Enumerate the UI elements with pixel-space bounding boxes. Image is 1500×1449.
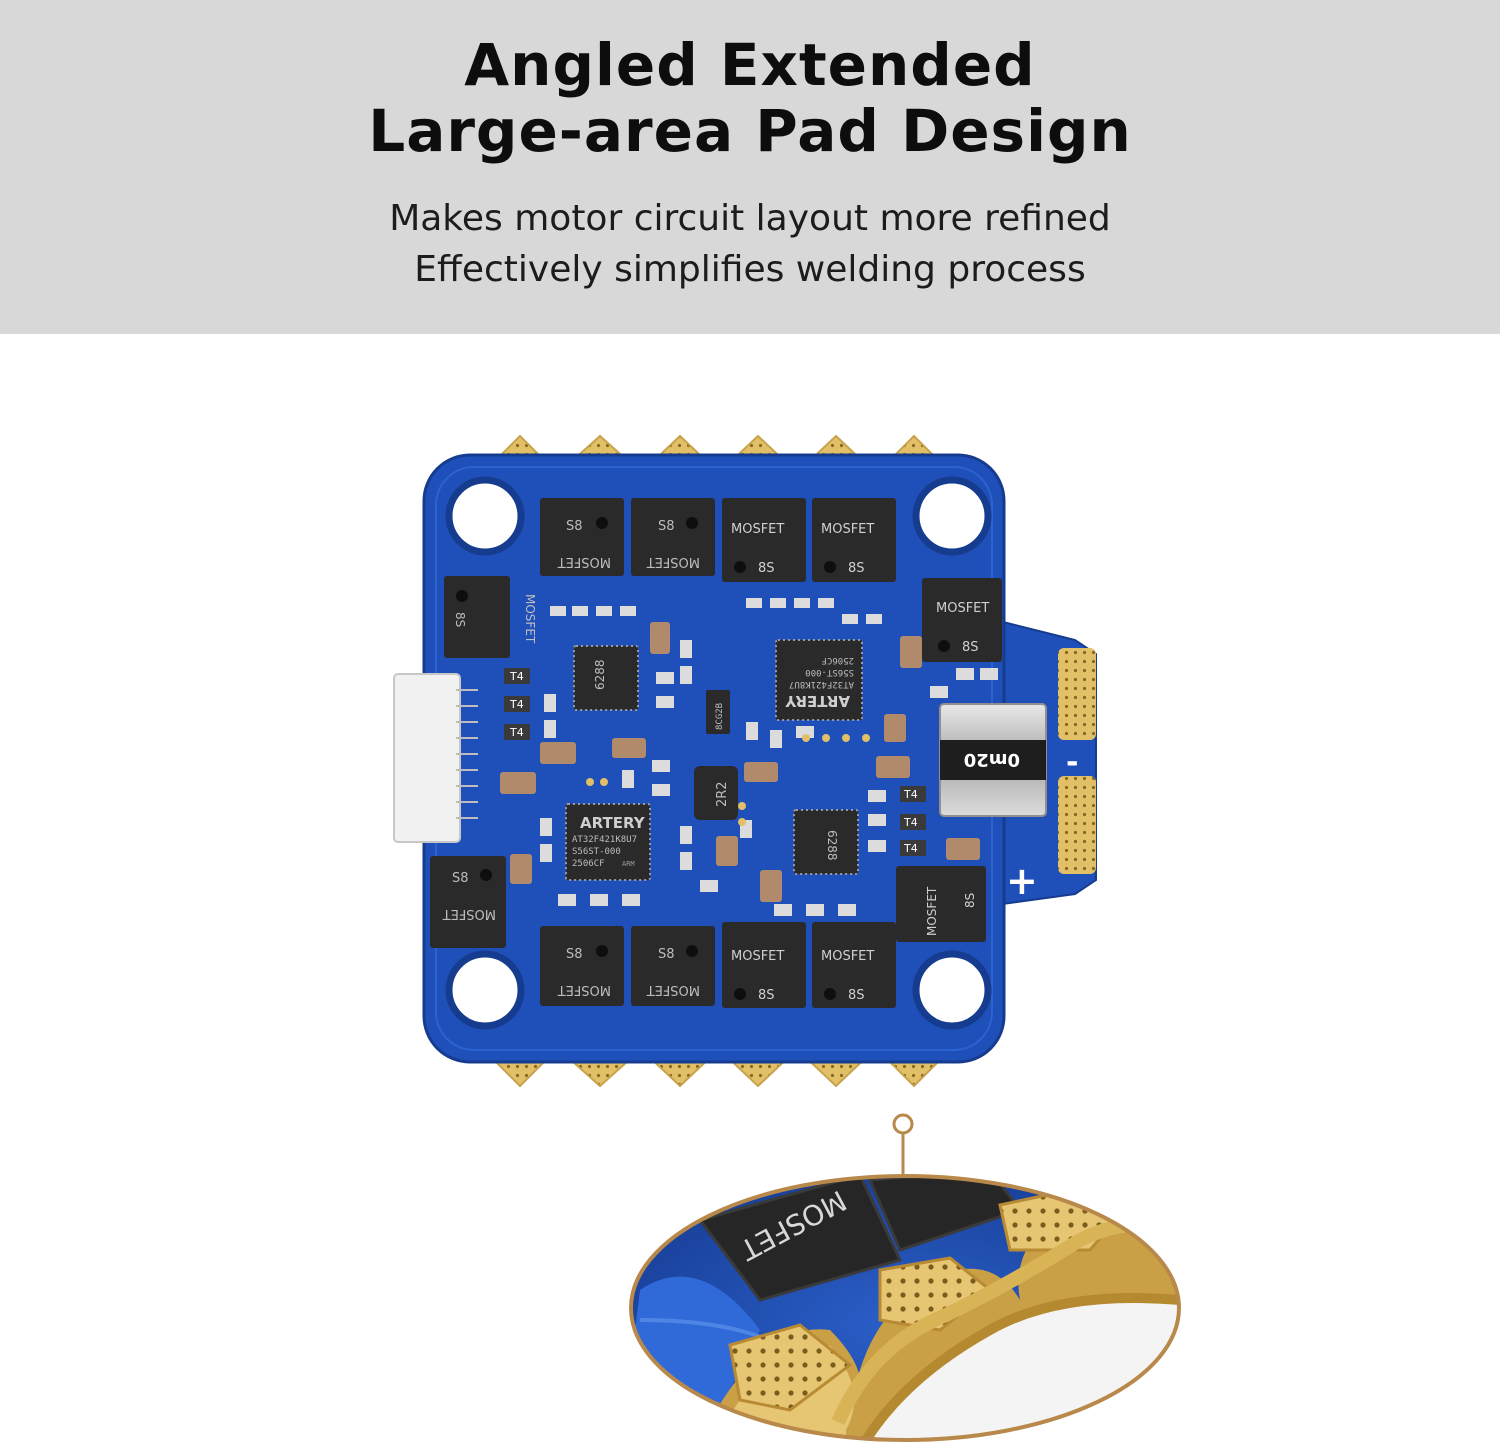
svg-text:MOSFET: MOSFET bbox=[731, 949, 784, 964]
mosfet-top-4: MOSFET 8S bbox=[812, 498, 896, 582]
mosfet-left-bottom: S8 MOSFET bbox=[430, 856, 506, 948]
svg-text:ARTERY: ARTERY bbox=[784, 692, 850, 710]
regulator: 8CG2B bbox=[706, 690, 730, 734]
svg-text:S8: S8 bbox=[658, 947, 675, 962]
svg-text:MOSFET: MOSFET bbox=[821, 949, 874, 964]
header-banner: Angled Extended Large-area Pad Design Ma… bbox=[0, 0, 1500, 334]
driver-ic-bottom: 6288 bbox=[793, 809, 859, 875]
page-subtitle: Makes motor circuit layout more refined … bbox=[0, 193, 1500, 295]
svg-text:S56ST-000: S56ST-000 bbox=[572, 847, 621, 857]
svg-text:6288: 6288 bbox=[825, 830, 839, 861]
svg-text:MOSFET: MOSFET bbox=[558, 982, 611, 997]
subtitle-line-2: Effectively simplifies welding process bbox=[414, 249, 1086, 290]
title-line-1: Angled Extended bbox=[464, 31, 1036, 99]
mosfet-bottom-2: S8 MOSFET bbox=[631, 926, 715, 1006]
svg-text:S8: S8 bbox=[658, 519, 675, 534]
mosfet-top-2: S8 MOSFET bbox=[631, 498, 715, 576]
svg-text:MOSFET: MOSFET bbox=[443, 906, 496, 921]
svg-text:8S: 8S bbox=[848, 988, 865, 1003]
svg-text:T4: T4 bbox=[509, 670, 524, 683]
product-figure: - + S8 MOSFET bbox=[0, 334, 1500, 1445]
svg-text:0m20: 0m20 bbox=[964, 749, 1020, 770]
svg-text:MOSFET: MOSFET bbox=[647, 554, 700, 569]
mcu-bottom: ARTERY AT32F421K8U7 S56ST-000 2506CF ARM bbox=[565, 803, 651, 881]
minus-sign: - bbox=[1066, 745, 1078, 780]
subtitle-line-1: Makes motor circuit layout more refined bbox=[389, 198, 1111, 239]
zoom-detail: MOSFET bbox=[629, 1174, 1181, 1442]
esc-board-illustration: - + S8 MOSFET bbox=[393, 434, 1181, 1442]
mosfet-bottom-4: MOSFET 8S bbox=[812, 922, 896, 1008]
mosfet-right-top: MOSFET 8S bbox=[922, 578, 1002, 662]
mosfet-left-top: MOSFET 8S bbox=[444, 576, 537, 658]
svg-text:8S: 8S bbox=[962, 640, 979, 655]
svg-text:S8: S8 bbox=[452, 871, 469, 886]
svg-text:MOSFET: MOSFET bbox=[821, 522, 874, 537]
svg-text:8S: 8S bbox=[963, 893, 977, 908]
tvs-diodes-left: T4 T4 T4 bbox=[504, 668, 530, 740]
svg-text:MOSFET: MOSFET bbox=[925, 886, 939, 936]
mosfet-bottom-3: MOSFET 8S bbox=[722, 922, 806, 1008]
svg-text:AT32F421K8U7: AT32F421K8U7 bbox=[572, 835, 637, 845]
mosfet-top-3: MOSFET 8S bbox=[722, 498, 806, 582]
mcu-top: ARTERY AT32F421K8U7 S56ST-000 2506CF bbox=[775, 639, 863, 721]
mosfet-top-1: S8 MOSFET bbox=[540, 498, 624, 576]
svg-text:MOSFET: MOSFET bbox=[647, 982, 700, 997]
svg-text:8S: 8S bbox=[848, 561, 865, 576]
svg-text:S56ST-000: S56ST-000 bbox=[805, 667, 854, 677]
svg-text:T4: T4 bbox=[903, 842, 918, 855]
svg-text:ARM: ARM bbox=[622, 860, 635, 868]
passive-components bbox=[500, 598, 998, 916]
power-pad-positive bbox=[1058, 776, 1096, 874]
svg-text:8S: 8S bbox=[758, 561, 775, 576]
mosfet-right-bottom: MOSFET 8S bbox=[896, 866, 986, 942]
svg-text:8S: 8S bbox=[453, 612, 467, 627]
shunt-resistor: 0m20 bbox=[939, 703, 1047, 817]
inductor: 2R2 bbox=[694, 766, 738, 820]
power-pad-negative bbox=[1058, 648, 1096, 740]
plus-sign: + bbox=[1006, 859, 1038, 903]
svg-text:8CG2B: 8CG2B bbox=[715, 703, 725, 730]
mounting-holes bbox=[445, 476, 992, 1030]
svg-text:MOSFET: MOSFET bbox=[558, 554, 611, 569]
svg-text:MOSFET: MOSFET bbox=[523, 594, 537, 644]
svg-text:T4: T4 bbox=[903, 788, 918, 801]
svg-text:MOSFET: MOSFET bbox=[936, 601, 989, 616]
svg-text:2506CF: 2506CF bbox=[572, 859, 605, 869]
svg-text:2R2: 2R2 bbox=[715, 781, 730, 807]
title-line-2: Large-area Pad Design bbox=[368, 97, 1132, 165]
svg-text:T4: T4 bbox=[509, 726, 524, 739]
svg-text:2506CF: 2506CF bbox=[821, 655, 854, 665]
svg-text:MOSFET: MOSFET bbox=[731, 522, 784, 537]
svg-text:AT32F421K8U7: AT32F421K8U7 bbox=[789, 679, 854, 689]
svg-text:6288: 6288 bbox=[593, 659, 607, 690]
driver-ic-top: 6288 bbox=[573, 645, 639, 711]
mosfet-bottom-1: S8 MOSFET bbox=[540, 926, 624, 1006]
svg-text:T4: T4 bbox=[509, 698, 524, 711]
svg-text:T4: T4 bbox=[903, 816, 918, 829]
signal-connector bbox=[393, 673, 461, 843]
tvs-diodes-right: T4 T4 T4 bbox=[900, 786, 926, 856]
svg-text:S8: S8 bbox=[566, 947, 583, 962]
callout-pointer bbox=[892, 1113, 914, 1178]
svg-text:8S: 8S bbox=[758, 988, 775, 1003]
svg-text:S8: S8 bbox=[566, 519, 583, 534]
svg-text:ARTERY: ARTERY bbox=[580, 814, 646, 832]
page-title: Angled Extended Large-area Pad Design bbox=[0, 32, 1500, 164]
